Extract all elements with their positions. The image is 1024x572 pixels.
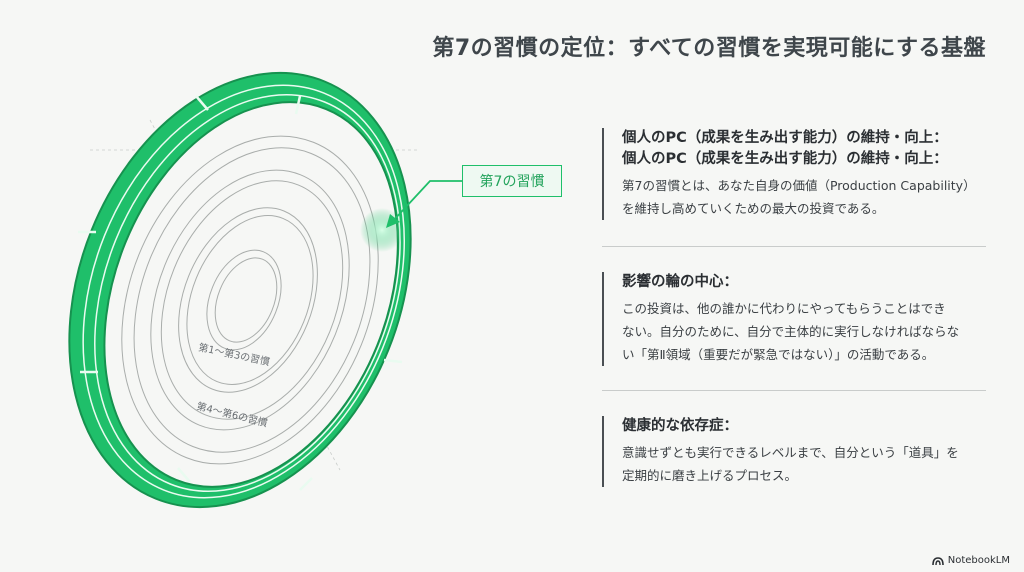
section-heading: 個人のPC（成果を生み出す能力）の維持・向上： 個人のPC（成果を生み出す能力）…: [622, 128, 986, 170]
ring-segment-marks: [78, 95, 403, 491]
page-title: 第7の習慣の定位：すべての習慣を実現可能にする基盤: [432, 36, 986, 61]
body-line: ない。自分のために、自分で主体的に実行しなければならな: [622, 324, 960, 339]
section-heading: 影響の輪の中心：: [622, 274, 738, 290]
body-line: 意識せずとも実行できるレベルまで、自分という「道具」を: [622, 445, 959, 460]
section-pc-maintenance: 個人のPC（成果を生み出す能力）の維持・向上： 個人のPC（成果を生み出す能力）…: [602, 128, 986, 220]
body-line: い「第Ⅱ領域（重要だが緊急ではない）」の活動である。: [622, 347, 935, 362]
body-line: 第7の習慣とは、あなた自身の価値（Production Capability）: [622, 178, 976, 193]
callout-seventh-habit: 第7の習慣: [462, 165, 562, 197]
brand-mark: NotebookLM: [931, 555, 1010, 566]
glow-point: [360, 208, 404, 252]
section-healthy-dependency: 健康的な依存症： 意識せずとも実行できるレベルまで、自分という「道具」を 定期的…: [602, 416, 986, 487]
body-line: この投資は、他の誰かに代わりにやってもらうことはでき: [622, 301, 946, 316]
body-line: 定期的に磨き上げるプロセス。: [622, 468, 798, 483]
section-circle-of-influence: 影響の輪の中心： この投資は、他の誰かに代わりにやってもらうことはでき ない。自…: [602, 272, 986, 366]
ring-diagram: [68, 71, 462, 509]
divider: [602, 246, 986, 247]
heading-line: 個人のPC（成果を生み出す能力）の維持・向上：: [622, 151, 948, 167]
body-line: を維持し高めていくための最大の投資である。: [622, 201, 885, 216]
inner-rings: [121, 135, 379, 465]
callout-arrowhead: [386, 214, 400, 228]
section-heading: 健康的な依存症：: [622, 418, 738, 434]
section-body: 意識せずとも実行できるレベルまで、自分という「道具」を 定期的に磨き上げるプロセ…: [622, 441, 986, 487]
notebooklm-logo-icon: [931, 556, 944, 565]
brand-name: NotebookLM: [947, 555, 1010, 566]
outer-ring-seventh-habit: [68, 71, 412, 509]
heading-line: 個人のPC（成果を生み出す能力）の維持・向上：: [622, 130, 948, 146]
divider: [602, 390, 986, 391]
callout-line: [391, 180, 462, 223]
section-body: この投資は、他の誰かに代わりにやってもらうことはでき ない。自分のために、自分で…: [622, 297, 986, 366]
section-body: 第7の習慣とは、あなた自身の価値（Production Capability） …: [622, 174, 986, 220]
